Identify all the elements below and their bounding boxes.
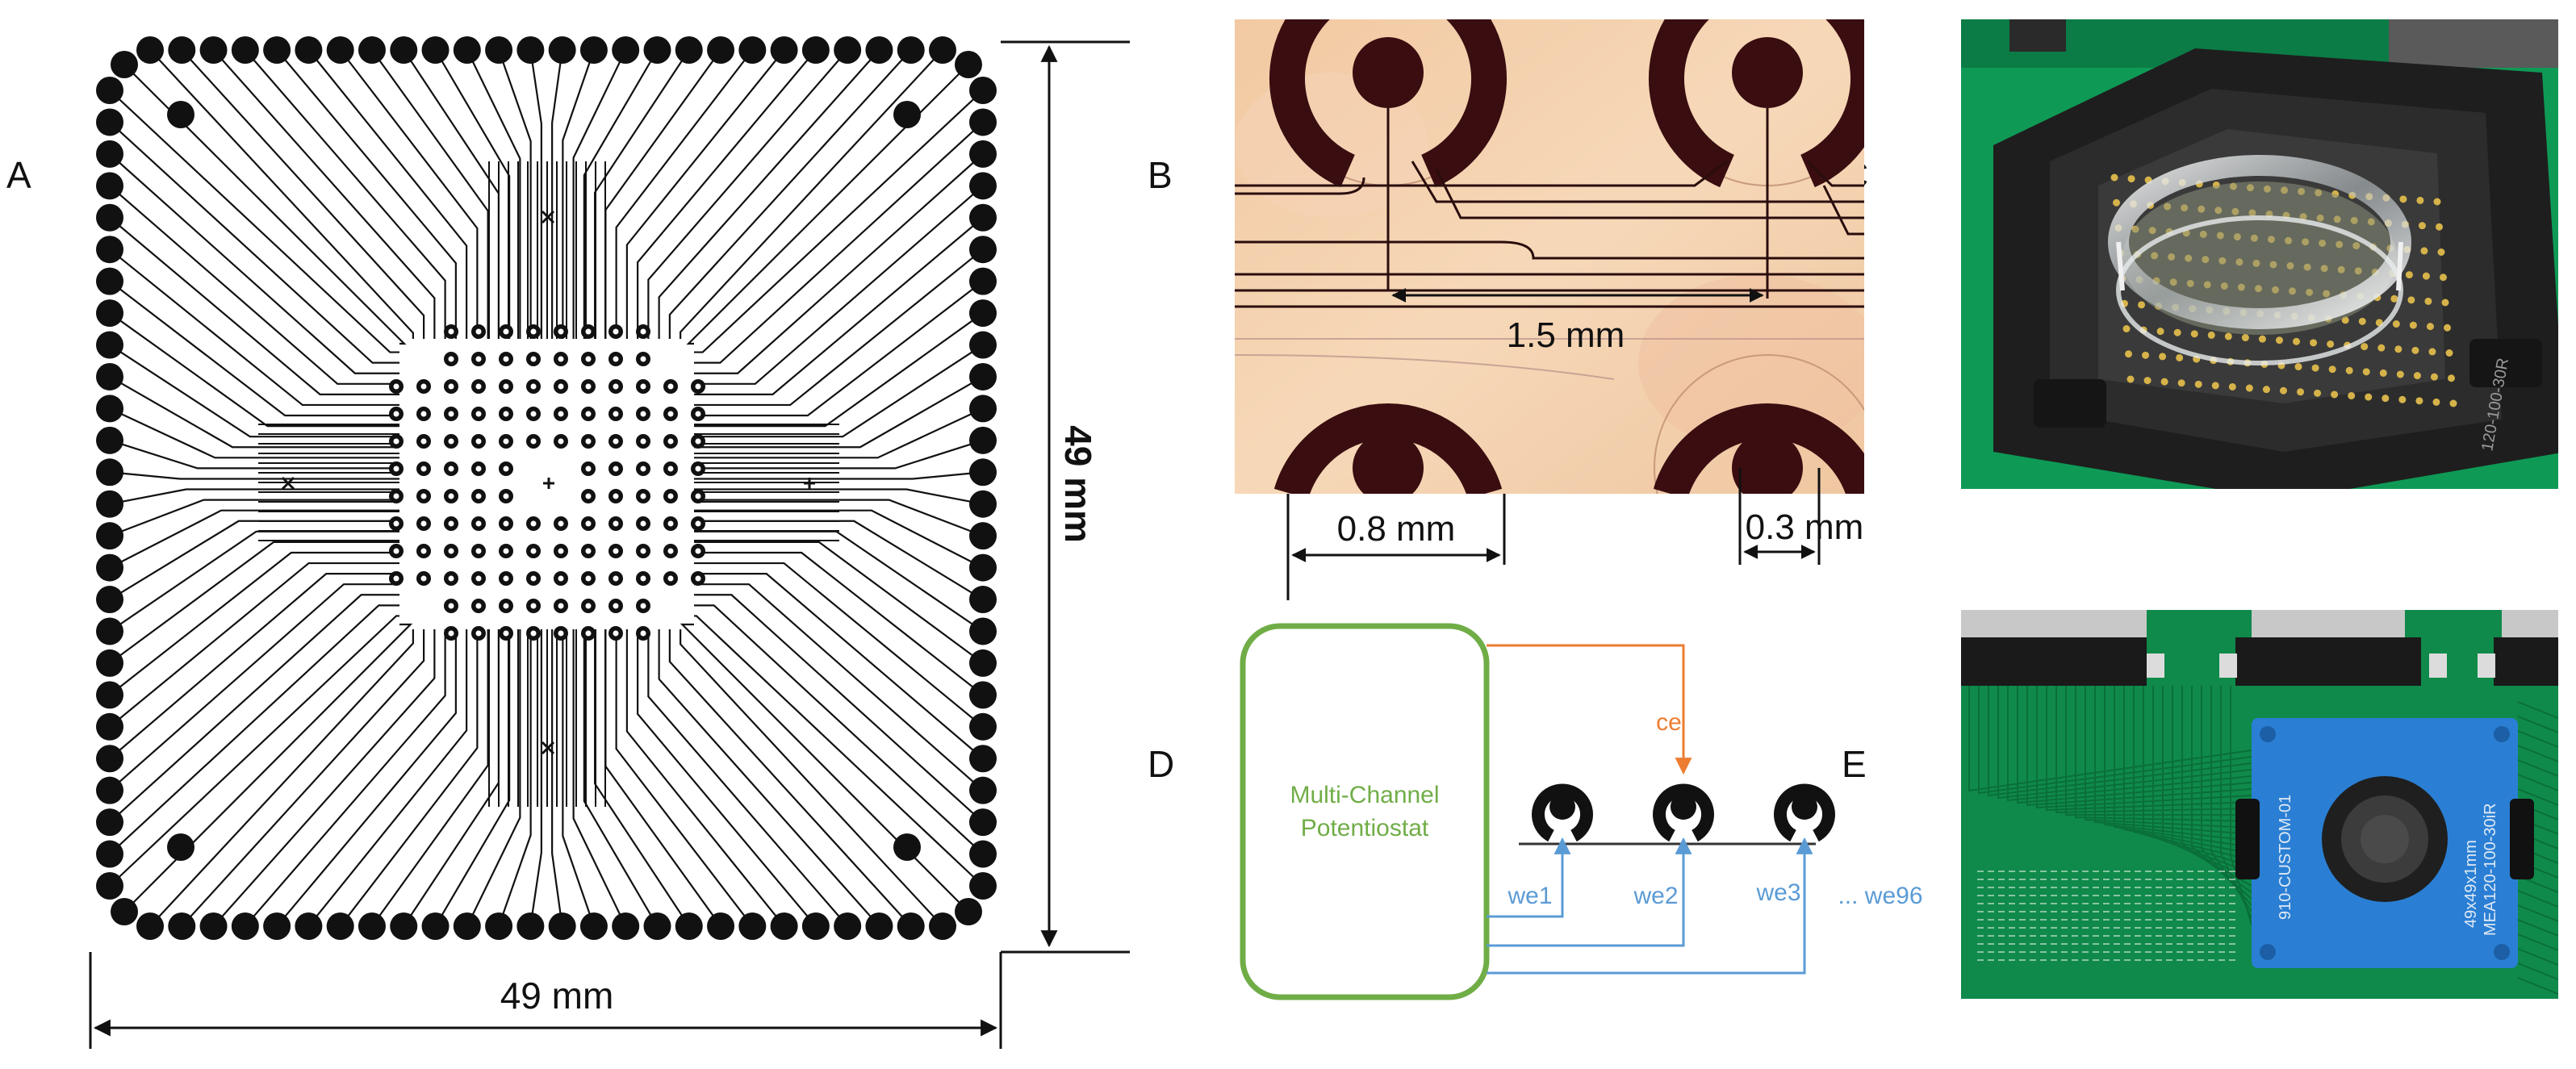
inner-diameter-dimension: [1738, 468, 1821, 565]
mea-contact-pads: [96, 36, 997, 940]
holder-chip-id: 910-CUSTOM-01: [2277, 795, 2294, 920]
counter-electrode-wire: [1487, 644, 1692, 775]
height-dimension: [1001, 40, 1130, 954]
mea-electrode-grid: [389, 324, 705, 641]
mea-alignment-marks: [281, 210, 815, 755]
socket-pin-array: [2110, 173, 2457, 407]
socket-frame: [1993, 48, 2558, 489]
holder-chip-size: 49x49x1mm: [2462, 840, 2480, 928]
working-electrode-wire-2: [1487, 837, 1692, 947]
working-electrode-label-2: we2: [1633, 883, 1678, 909]
socket-part-number: 120-100-30R: [2478, 357, 2512, 453]
panel-label-a: A: [6, 154, 31, 196]
panel-label-b: B: [1148, 154, 1173, 196]
counter-electrode-label: ce: [1656, 709, 1682, 736]
mea-layout-drawing: 49 mm 49 mm: [89, 36, 1130, 1049]
inner-diameter-label: 0.3 mm: [1746, 507, 1864, 547]
board-connectors: [1961, 610, 2558, 686]
pitch-label: 1.5 mm: [1507, 315, 1625, 355]
potentiostat-label-line2: Potentiostat: [1301, 815, 1429, 841]
outer-diameter-dimension: [1286, 494, 1506, 600]
micrograph-image: [1235, 19, 1864, 494]
working-electrode-wire-1: [1487, 837, 1571, 918]
panel-label-c: C: [1842, 154, 1869, 196]
holder-chip-model: MEA120-100-30iR: [2482, 803, 2499, 936]
outer-diameter-label: 0.8 mm: [1337, 509, 1456, 549]
working-electrode-label-96: ... we96: [1838, 883, 1922, 909]
width-dimension: [89, 952, 1002, 1049]
electrode-symbol-3: [1774, 783, 1835, 842]
panel-label-d: D: [1148, 743, 1175, 785]
electrode-symbol-2: [1653, 783, 1714, 842]
working-electrode-label-3: we3: [1755, 879, 1800, 906]
working-electrode-wire-3: [1487, 837, 1813, 975]
panel-label-e: E: [1842, 743, 1867, 785]
board-traces: [1968, 686, 2558, 995]
potentiostat-label-line1: Multi-Channel: [1290, 782, 1439, 808]
glass-culture-ring: [2108, 155, 2411, 329]
working-electrode-label-1: we1: [1507, 883, 1552, 909]
mea-holder: [2252, 718, 2518, 968]
mea-trace-lines: [109, 49, 984, 927]
height-label: 49 mm: [1057, 425, 1099, 543]
width-label: 49 mm: [500, 975, 614, 1017]
electrode-symbol-1: [1532, 783, 1593, 842]
potentiostat-box: [1240, 623, 1490, 1000]
